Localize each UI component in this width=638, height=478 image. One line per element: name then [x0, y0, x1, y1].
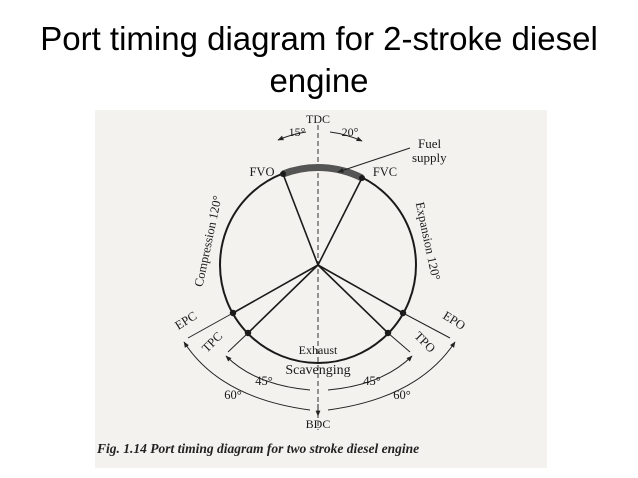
fuel-supply-arc [281, 164, 364, 182]
label-fuel-2: supply [412, 150, 447, 165]
spoke-epc [232, 264, 319, 314]
epo-outer-arc [327, 341, 456, 411]
spoke-fvc [317, 177, 363, 266]
epc-tick [187, 312, 234, 339]
label-20deg: 20° [342, 125, 359, 139]
label-tpc: TPC [199, 329, 225, 355]
label-tdc: TDC [306, 112, 330, 126]
label-45-right: 45° [363, 374, 381, 388]
tpc-inner-arc [225, 355, 311, 391]
title-line-1: Port timing diagram for 2-stroke diesel [40, 20, 598, 57]
tpo-tick [387, 332, 411, 353]
spoke-epo [317, 264, 404, 314]
label-fvo: FVO [249, 165, 274, 179]
label-tpo: TPO [412, 329, 439, 356]
label-epc: EPC [172, 309, 199, 333]
label-epo: EPO [440, 308, 467, 332]
marker-fvc [359, 175, 365, 181]
spoke-tpc [247, 264, 319, 334]
arrow-20deg [329, 131, 363, 142]
marker-fvo [280, 171, 286, 177]
tpo-inner-arc [327, 355, 413, 391]
label-15deg: 15° [289, 125, 306, 139]
label-45-left: 45° [255, 374, 273, 388]
timing-spokes [232, 173, 404, 334]
fuel-supply-leader [337, 147, 411, 173]
slide-title: Port timing diagram for 2-stroke diesel … [0, 18, 638, 102]
figure-caption: Fig. 1.14 Port timing diagram for two st… [97, 441, 420, 456]
tpc-tick [227, 332, 249, 353]
label-60-right: 60° [393, 388, 411, 402]
title-line-2: engine [269, 62, 369, 99]
label-fuel-1: Fuel [418, 136, 442, 151]
label-fvc: FVC [373, 165, 397, 179]
label-expansion: Expansion 120° [413, 201, 443, 282]
epc-outer-arc [183, 341, 311, 411]
epo-tick [402, 312, 451, 339]
arrow-15deg [277, 131, 307, 141]
spoke-tpo [317, 264, 389, 334]
label-scavenging: Scavenging [285, 363, 350, 378]
label-bdc: BDC [306, 417, 331, 431]
label-exhaust: Exhaust [299, 343, 338, 357]
label-60-left: 60° [224, 388, 242, 402]
spoke-fvo [282, 173, 319, 266]
